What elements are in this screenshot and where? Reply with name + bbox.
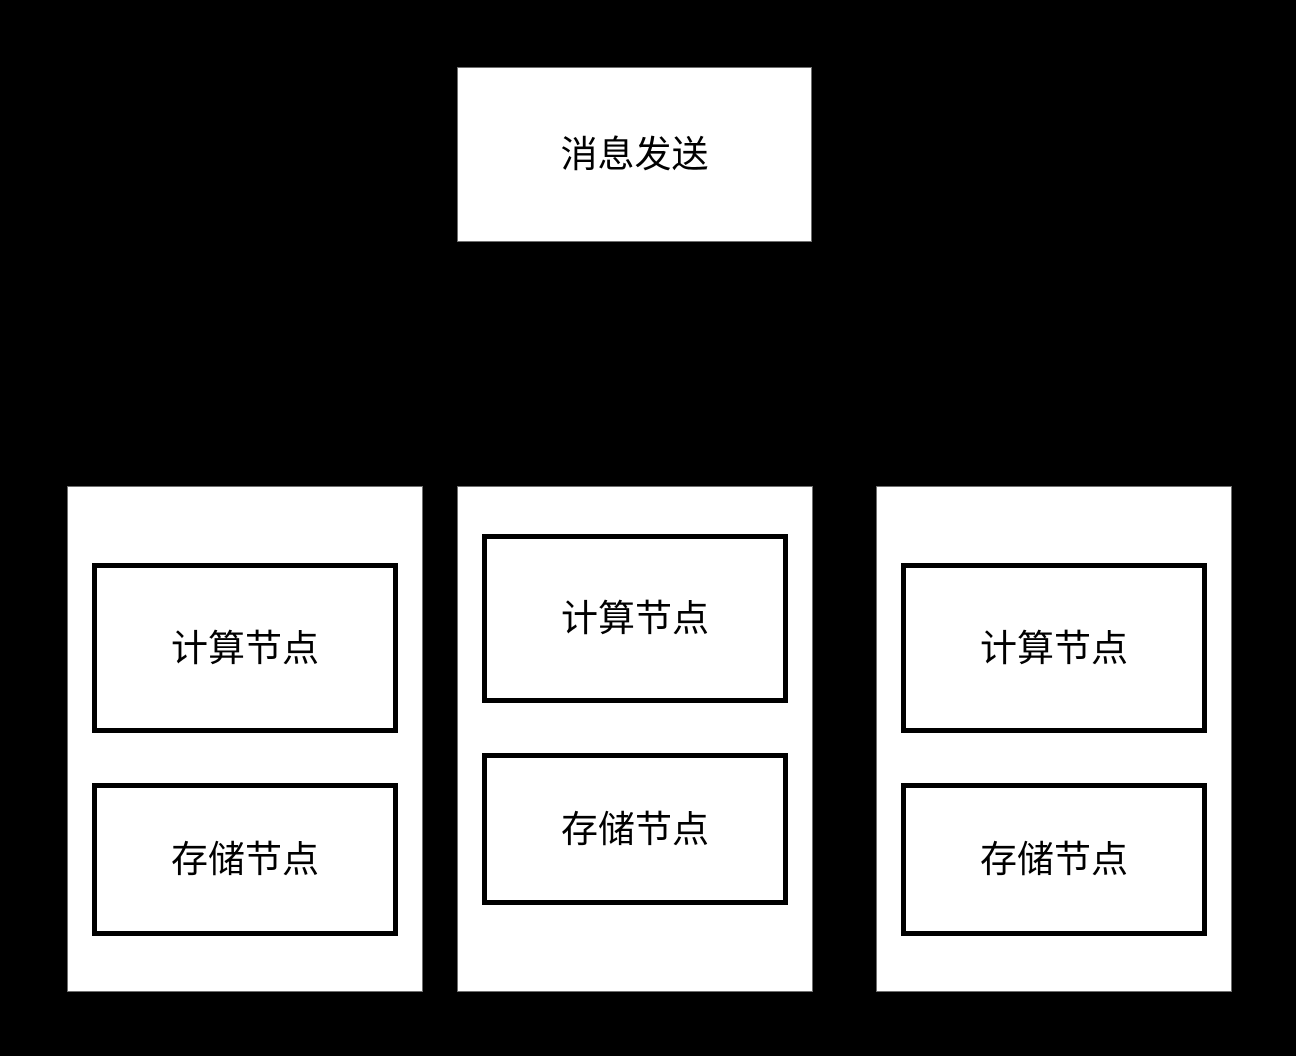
storage-node-box: 存储节点 bbox=[482, 753, 788, 905]
storage-node-label: 存储节点 bbox=[980, 839, 1128, 880]
compute-node-label: 计算节点 bbox=[980, 627, 1128, 669]
compute-node-box: 计算节点 bbox=[901, 563, 1207, 733]
cluster-right: 计算节点 存储节点 bbox=[876, 486, 1232, 992]
cluster-left: 计算节点 存储节点 bbox=[67, 486, 423, 992]
compute-node-box: 计算节点 bbox=[92, 563, 398, 733]
cluster-middle: 计算节点 存储节点 bbox=[457, 486, 813, 992]
message-send-box: 消息发送 bbox=[457, 67, 812, 242]
storage-node-box: 存储节点 bbox=[92, 783, 398, 936]
storage-node-box: 存储节点 bbox=[901, 783, 1207, 936]
compute-node-label: 计算节点 bbox=[171, 627, 319, 669]
message-send-label: 消息发送 bbox=[560, 134, 709, 175]
storage-node-label: 存储节点 bbox=[171, 839, 319, 880]
compute-node-label: 计算节点 bbox=[561, 598, 709, 639]
storage-node-label: 存储节点 bbox=[561, 808, 709, 850]
compute-node-box: 计算节点 bbox=[482, 534, 788, 703]
